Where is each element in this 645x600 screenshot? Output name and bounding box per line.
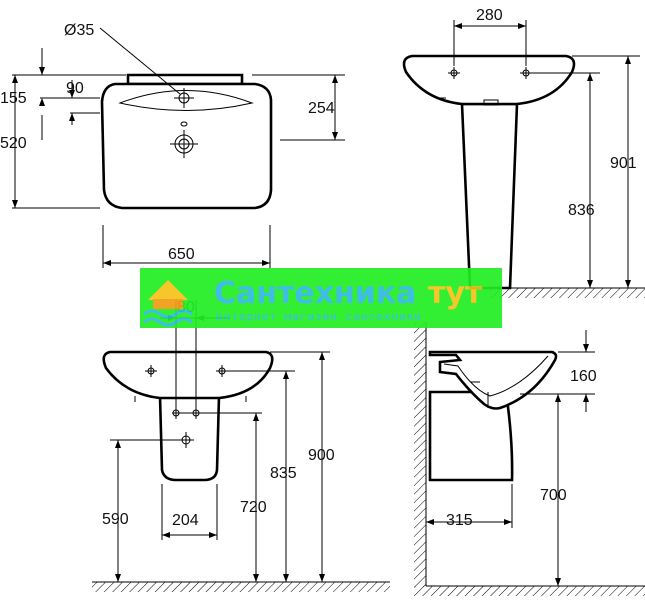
- front-view-semi-pedestal: 80 590 204 720 835 900: [92, 299, 390, 592]
- dim-204: 204: [172, 512, 199, 529]
- dim-700: 700: [540, 487, 567, 504]
- dim-155: 155: [0, 90, 27, 107]
- dim-835: 835: [270, 465, 297, 482]
- drain-icon: [170, 130, 198, 158]
- dim-590: 590: [102, 511, 129, 528]
- dim-90: 90: [66, 80, 84, 97]
- overflow-hole: [180, 121, 188, 127]
- tap-hole-left-icon: [448, 67, 460, 79]
- basin-outline: [100, 82, 273, 210]
- dim-520: 520: [0, 135, 27, 152]
- tap-hole-right-icon-2: [216, 365, 228, 377]
- dim-836: 836: [568, 202, 595, 219]
- watermark-tagline: интернет магазин сантехники: [216, 310, 422, 323]
- floor-hatch-2: [92, 582, 390, 592]
- basin-inner: [443, 355, 549, 397]
- watermark-brand-part2: тут: [428, 276, 483, 311]
- dim-650: 650: [168, 246, 195, 263]
- dim-315: 315: [446, 512, 473, 529]
- floor-hatch-3: [414, 586, 645, 596]
- mounting-holes-icon: [172, 407, 200, 419]
- front-view-pedestal: 280 836 901: [402, 7, 645, 298]
- dim-254: 254: [308, 100, 335, 117]
- top-view: Ø35 520 155 90 254 650: [0, 22, 345, 268]
- dim-160: 160: [570, 368, 597, 385]
- floor-hatch: [490, 288, 645, 298]
- leader-line: [99, 27, 181, 95]
- dim-720: 720: [240, 499, 267, 516]
- watermark-banner: Сантехника тут интернет магазин сантехни…: [140, 268, 502, 328]
- dim-900: 900: [308, 447, 335, 464]
- pedestal: [460, 102, 519, 290]
- basin-rim: [126, 73, 244, 86]
- watermark-brand-part1: Сантехника: [214, 276, 416, 311]
- basin-front-2: [102, 350, 274, 400]
- dim-280: 280: [476, 7, 503, 24]
- dim-hole-diameter: Ø35: [64, 22, 94, 39]
- basin-front: [402, 54, 576, 106]
- tap-hole-icon: [174, 88, 194, 108]
- drain-outlet-icon: [178, 432, 194, 448]
- wall-hatch: [414, 322, 426, 587]
- watermark-background: [140, 268, 502, 328]
- dim-901: 901: [610, 155, 637, 172]
- house-logo-icon: [143, 280, 193, 327]
- basin-bowl: [118, 90, 254, 111]
- side-view: 160 700 315: [414, 322, 645, 596]
- tap-hole-right-icon: [520, 67, 532, 79]
- tap-hole-left-icon-2: [145, 365, 157, 377]
